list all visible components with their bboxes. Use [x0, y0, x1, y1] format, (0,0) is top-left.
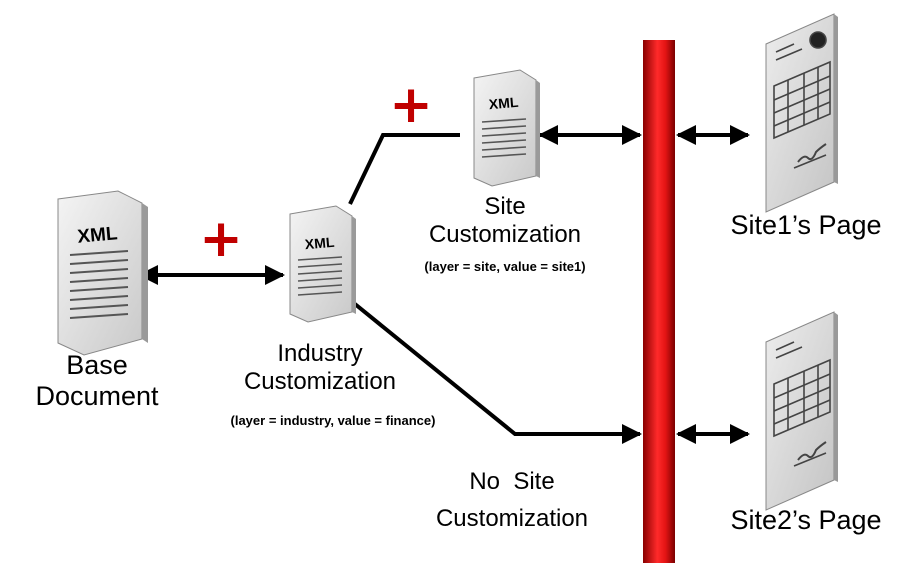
base-xml-document-icon: XML — [57, 190, 148, 356]
base-document-line2: Document — [35, 381, 159, 412]
svg-text:XML: XML — [77, 223, 119, 247]
site-label-line2: Customization — [428, 220, 582, 248]
no-site-line2: Customization — [435, 505, 589, 533]
site-label-line1: Site — [484, 193, 526, 220]
svg-text:XML: XML — [488, 94, 519, 113]
no-site-line1: No Site — [469, 468, 555, 495]
industry-label-line1: Industry — [277, 340, 363, 367]
industry-xml-document-icon: XML — [289, 205, 356, 323]
site-customization-label: Site Customization — [415, 193, 595, 248]
site1-page-icon — [765, 13, 838, 213]
site2-page-label: Site2’s Page — [730, 505, 882, 535]
site-params-label: (layer = site, value = site1) — [424, 259, 586, 274]
path-to-site-customization — [348, 133, 460, 205]
red-divider-bar — [643, 40, 675, 563]
base-document-label: Base Document — [22, 350, 172, 412]
industry-label-line2: Customization — [243, 367, 397, 395]
path-no-site-customization — [348, 298, 642, 444]
base-document-line1: Base — [66, 350, 128, 380]
plus-icon-base: + — [199, 209, 243, 269]
no-site-customization-label: No Site Customization — [412, 463, 612, 537]
industry-params-label: (layer = industry, value = finance) — [230, 413, 436, 428]
plus-icon-site: + — [389, 75, 433, 135]
industry-customization-label: Industry Customization — [225, 340, 415, 395]
svg-text:XML: XML — [304, 234, 335, 253]
site-xml-document-icon: XML — [473, 69, 540, 187]
site2-page-icon — [765, 311, 838, 511]
site1-page-label: Site1’s Page — [730, 210, 882, 240]
